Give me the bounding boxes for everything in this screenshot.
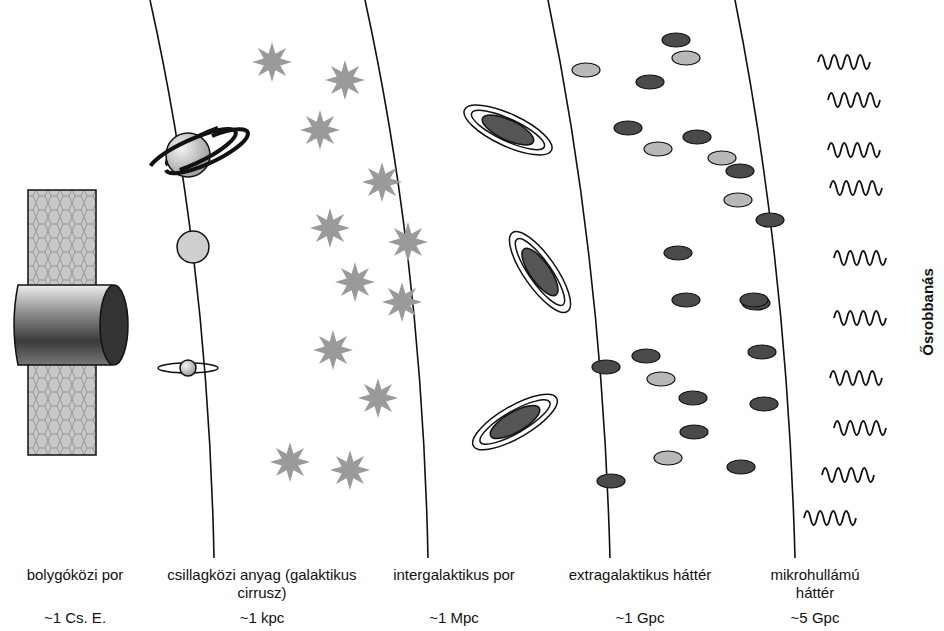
star bbox=[330, 450, 370, 490]
stars bbox=[252, 42, 428, 490]
star bbox=[358, 378, 398, 418]
star bbox=[252, 42, 292, 82]
distant-galaxy bbox=[750, 397, 778, 411]
distance-label: ~1 Mpc bbox=[399, 609, 509, 627]
star bbox=[362, 162, 402, 202]
region-label: bolygóközi por bbox=[20, 566, 130, 584]
wave bbox=[834, 311, 886, 325]
galaxy bbox=[458, 95, 559, 165]
distant-galaxy bbox=[672, 293, 700, 307]
star bbox=[388, 222, 428, 262]
distant-galaxy bbox=[592, 360, 620, 374]
microwave-waves bbox=[804, 55, 886, 525]
distant-galaxy bbox=[597, 474, 625, 488]
distant-galaxy bbox=[636, 75, 664, 89]
wave bbox=[830, 371, 882, 385]
distance-label: ~1 Gpc bbox=[585, 609, 695, 627]
distant-galaxy bbox=[756, 213, 784, 227]
distant-galaxy bbox=[647, 372, 675, 386]
distant-galaxy bbox=[572, 63, 600, 77]
star bbox=[300, 110, 340, 150]
star bbox=[335, 262, 375, 302]
galaxies bbox=[458, 95, 581, 460]
shell-curves bbox=[150, 0, 795, 558]
distant-galaxy bbox=[662, 33, 690, 47]
distant-galaxy bbox=[679, 391, 707, 405]
wave bbox=[804, 511, 856, 525]
wave bbox=[834, 421, 886, 435]
wave bbox=[828, 143, 880, 157]
distant-galaxy bbox=[726, 164, 754, 178]
region-label: intergalaktikus por bbox=[379, 566, 529, 584]
wave bbox=[828, 93, 880, 107]
region-label: csillagközi anyag (galaktikus cirrusz) bbox=[167, 566, 357, 602]
planets bbox=[143, 121, 248, 376]
region-label: mikrohullámú háttér bbox=[750, 566, 880, 602]
region-label: extragalaktikus háttér bbox=[565, 566, 715, 584]
star bbox=[310, 208, 350, 248]
star bbox=[313, 330, 353, 370]
star bbox=[270, 442, 310, 482]
satellite bbox=[14, 190, 128, 455]
distant-galaxy bbox=[740, 293, 768, 307]
galaxy bbox=[465, 384, 564, 460]
distant-galaxy bbox=[683, 130, 711, 144]
distant-galaxy bbox=[654, 451, 682, 465]
big-bang-label: Ősrobbanás bbox=[919, 268, 937, 356]
distant-galaxy bbox=[664, 246, 692, 260]
star bbox=[325, 60, 365, 100]
distant-galaxy bbox=[680, 425, 708, 439]
distant-galaxy bbox=[727, 460, 755, 474]
wave bbox=[834, 251, 886, 265]
distance-label: ~5 Gpc bbox=[760, 609, 870, 627]
distant-galaxies bbox=[572, 33, 784, 488]
galaxy bbox=[499, 224, 580, 321]
distant-galaxy bbox=[672, 51, 700, 65]
distant-galaxy bbox=[724, 193, 752, 207]
distance-label: ~1 kpc bbox=[207, 609, 317, 627]
wave bbox=[822, 468, 874, 482]
wave bbox=[818, 55, 870, 69]
distance-label: ~1 Cs. E. bbox=[20, 609, 130, 627]
distant-galaxy bbox=[644, 142, 672, 156]
star bbox=[382, 282, 422, 322]
distant-galaxy bbox=[748, 345, 776, 359]
distant-galaxy bbox=[632, 349, 660, 363]
wave bbox=[830, 181, 882, 195]
distant-galaxy bbox=[708, 151, 736, 165]
distant-galaxy bbox=[614, 121, 642, 135]
